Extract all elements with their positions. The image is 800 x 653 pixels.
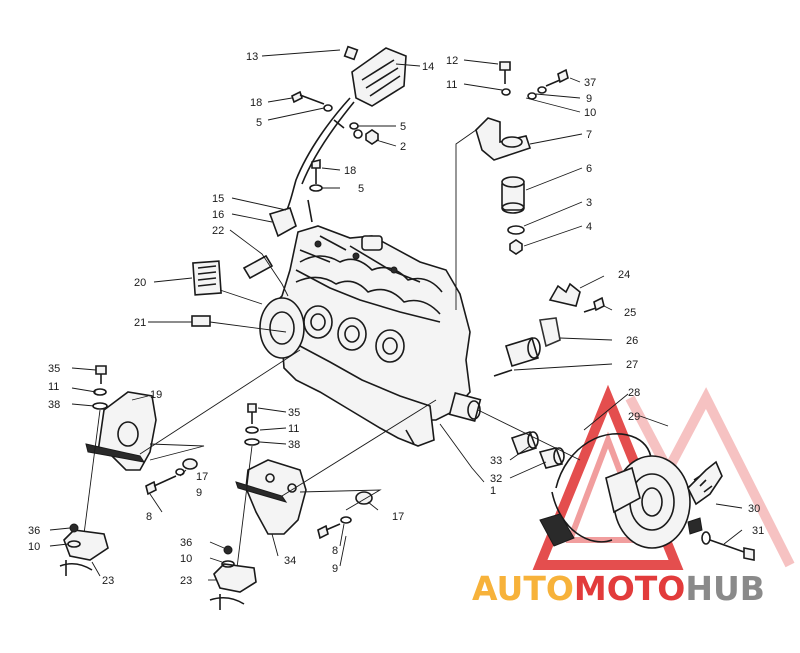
callout-22: 22 bbox=[212, 225, 224, 237]
callout-11: 11 bbox=[446, 79, 457, 91]
callout-12: 12 bbox=[446, 55, 458, 67]
callout-20: 20 bbox=[134, 277, 146, 289]
callout-10: 10 bbox=[584, 107, 596, 119]
callout-6: 6 bbox=[586, 163, 592, 175]
callout-29: 29 bbox=[628, 411, 640, 423]
callout-9: 9 bbox=[196, 487, 202, 499]
callout-32: 32 bbox=[490, 473, 502, 485]
leader-lines bbox=[49, 49, 743, 581]
center-motor-mount bbox=[209, 403, 373, 610]
callout-10: 10 bbox=[28, 541, 40, 553]
callout-5: 5 bbox=[400, 121, 406, 133]
decals bbox=[191, 254, 274, 327]
callout-3: 3 bbox=[586, 197, 592, 209]
callout-21: 21 bbox=[134, 317, 146, 329]
callout-5: 5 bbox=[256, 117, 262, 129]
callout-1: 1 bbox=[490, 485, 496, 497]
callout-9: 9 bbox=[332, 563, 338, 575]
callout-31: 31 bbox=[752, 525, 764, 537]
callout-33: 33 bbox=[490, 455, 502, 467]
hardware-bolts bbox=[291, 61, 569, 192]
callout-28: 28 bbox=[628, 387, 640, 399]
engine-block bbox=[259, 225, 482, 447]
callout-17: 17 bbox=[392, 511, 404, 523]
callout-25: 25 bbox=[624, 307, 636, 319]
callout-labels: 13 14 18 5 5 2 18 5 15 16 22 20 21 12 11… bbox=[28, 51, 764, 587]
callout-7: 7 bbox=[586, 129, 592, 141]
watermark-part-auto: AUTO bbox=[472, 569, 574, 608]
callout-15: 15 bbox=[212, 193, 224, 205]
callout-36: 36 bbox=[28, 525, 40, 537]
watermark-logo: AUTOMOTOHUB bbox=[472, 569, 765, 608]
callout-18: 18 bbox=[344, 165, 356, 177]
callout-14: 14 bbox=[422, 61, 434, 73]
callout-26: 26 bbox=[626, 335, 638, 347]
callout-37: 37 bbox=[584, 77, 596, 89]
callout-27: 27 bbox=[626, 359, 638, 371]
callout-2: 2 bbox=[400, 141, 406, 153]
callout-4: 4 bbox=[586, 221, 592, 233]
callout-13: 13 bbox=[246, 51, 258, 63]
callout-9: 9 bbox=[586, 93, 592, 105]
drive-clutch-assembly bbox=[539, 433, 755, 561]
callout-36: 36 bbox=[180, 537, 192, 549]
callout-16: 16 bbox=[212, 209, 224, 221]
fuel-pump-assembly bbox=[268, 45, 407, 238]
callout-24: 24 bbox=[618, 269, 630, 281]
callout-30: 30 bbox=[748, 503, 760, 515]
callout-8: 8 bbox=[332, 545, 338, 557]
callout-23: 23 bbox=[180, 575, 192, 587]
callout-11: 11 bbox=[48, 381, 59, 393]
callout-8: 8 bbox=[146, 511, 152, 523]
callout-17: 17 bbox=[196, 471, 208, 483]
callout-19: 19 bbox=[150, 389, 162, 401]
callout-35: 35 bbox=[288, 407, 300, 419]
callout-34: 34 bbox=[284, 555, 296, 567]
watermark-part-hub: HUB bbox=[685, 569, 765, 608]
left-motor-mount bbox=[59, 365, 198, 576]
engine-mount-bracket bbox=[475, 117, 532, 255]
callout-5: 5 bbox=[358, 183, 364, 195]
callout-38: 38 bbox=[48, 399, 60, 411]
callout-35: 35 bbox=[48, 363, 60, 375]
spacers bbox=[510, 430, 565, 469]
callout-11: 11 bbox=[288, 423, 299, 435]
callout-10: 10 bbox=[180, 553, 192, 565]
callout-23: 23 bbox=[102, 575, 114, 587]
callout-38: 38 bbox=[288, 439, 300, 451]
callout-18: 18 bbox=[250, 97, 262, 109]
svg-text:AUTOMOTOHUB: AUTOMOTOHUB bbox=[472, 569, 765, 608]
right-mount-hardware bbox=[493, 282, 605, 377]
watermark-part-moto: MOTO bbox=[574, 569, 685, 608]
